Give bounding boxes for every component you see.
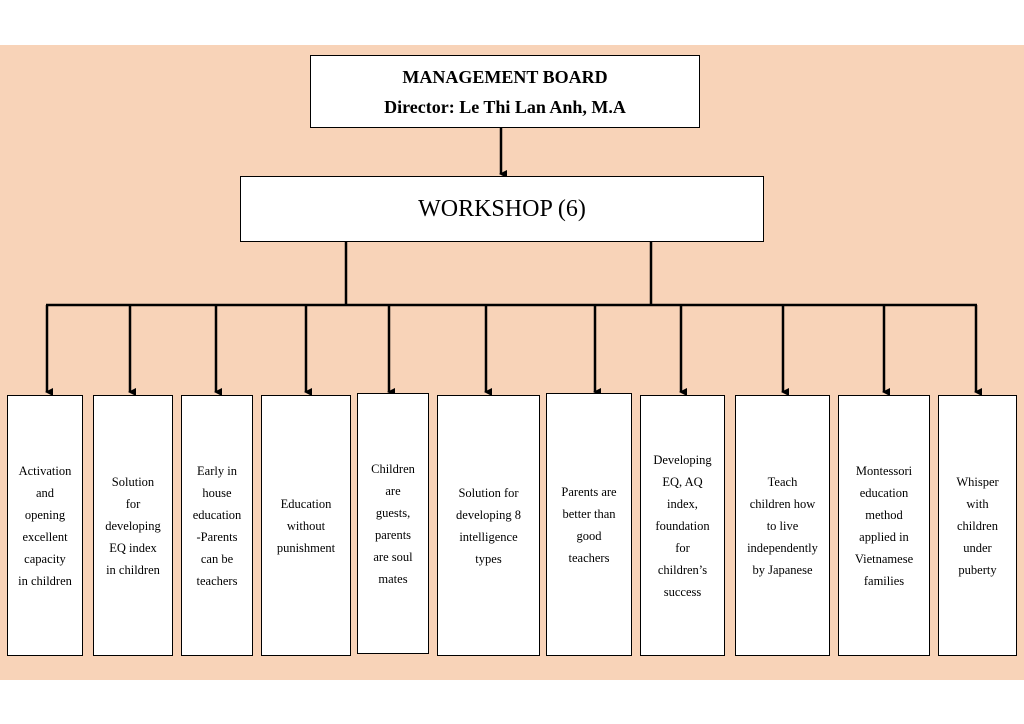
workshop-title: WORKSHOP (6) <box>418 195 586 222</box>
topic-box: Early in house education -Parents can be… <box>181 395 253 656</box>
topic-box: Solution for developing EQ index in chil… <box>93 395 173 656</box>
topic-label: Activation and opening excellent capacit… <box>18 463 72 588</box>
topic-box: Montessori education method applied in V… <box>838 395 930 656</box>
topic-box: Activation and opening excellent capacit… <box>7 395 83 656</box>
management-board-box: MANAGEMENT BOARD Director: Le Thi Lan An… <box>310 55 700 128</box>
topic-label: Solution for developing EQ index in chil… <box>105 474 161 577</box>
topic-box: Education without punishment <box>261 395 351 656</box>
topic-box: Developing EQ, AQ index, foundation for … <box>640 395 725 656</box>
topic-label: Whisper with children under puberty <box>956 474 999 577</box>
topic-box: Children are guests, parents are soul ma… <box>357 393 429 654</box>
topic-label: Early in house education -Parents can be… <box>192 463 242 588</box>
topic-box: Solution for developing 8 intelligence t… <box>437 395 540 656</box>
topic-box: Whisper with children under puberty <box>938 395 1017 656</box>
topic-box: Parents are better than good teachers <box>546 393 632 656</box>
workshop-box: WORKSHOP (6) <box>240 176 764 242</box>
topic-box: Teach children how to live independently… <box>735 395 830 656</box>
topic-label: Teach children how to live independently… <box>747 474 818 577</box>
topic-label: Solution for developing 8 intelligence t… <box>456 485 521 566</box>
topic-label: Montessori education method applied in V… <box>854 463 914 588</box>
topic-label: Education without punishment <box>276 496 336 555</box>
management-board-title: MANAGEMENT BOARD <box>402 66 608 87</box>
topic-label: Children are guests, parents are soul ma… <box>371 461 415 586</box>
topic-label: Parents are better than good teachers <box>561 484 617 565</box>
director-name: Director: Le Thi Lan Anh, M.A <box>384 96 626 117</box>
topic-label: Developing EQ, AQ index, foundation for … <box>653 452 712 599</box>
